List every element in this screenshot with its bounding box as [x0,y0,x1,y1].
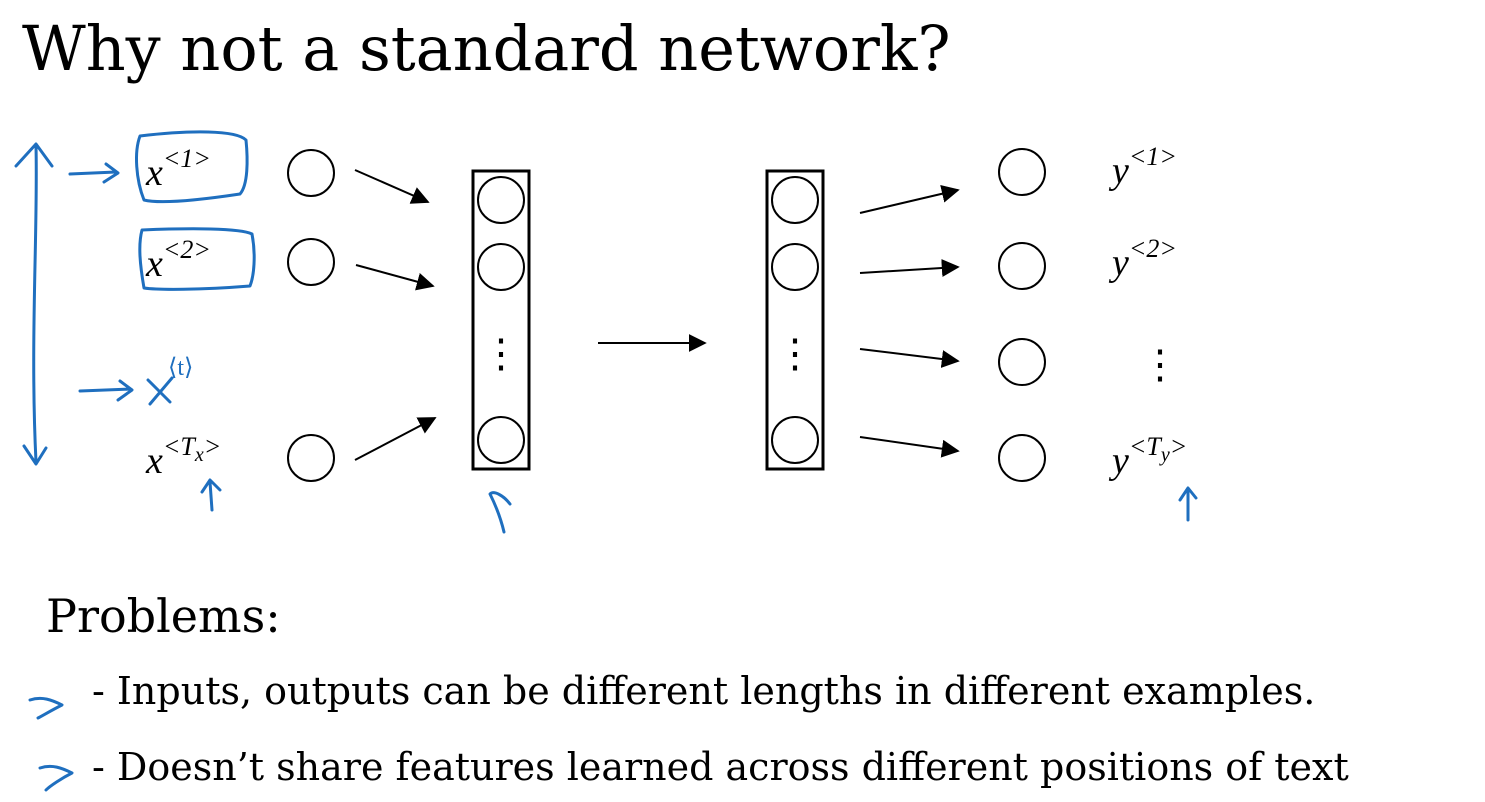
output-label-ty: y<Ty> [1108,432,1187,482]
hidden-layer-2-ellipsis: ⋮ [775,331,815,376]
annotation-box-x2 [138,227,256,291]
output-label-2: y<2> [1108,234,1177,284]
arrow-output-2 [859,259,960,277]
output-label-ty-base: y [1108,440,1129,482]
arrow-output-3 [859,348,960,368]
problem-item-1: - Inputs, outputs can be different lengt… [92,669,1315,713]
input-label-1-base: x [145,152,163,194]
annotation-arrow-problem-1 [28,696,64,720]
arrow-input-1 [354,169,430,204]
input-label-tx-sub: x [194,444,204,466]
hidden-layer-1-ellipsis: ⋮ [481,331,521,376]
output-label-1-open: < [1129,142,1147,171]
input-node-1 [287,149,335,197]
output-node-2 [998,242,1046,290]
input-label-tx: x<Tx> [145,432,221,482]
hidden-layer-1-box [471,169,531,471]
problems-heading: Problems: [46,589,281,643]
hidden-layer-2-box [765,169,825,471]
input-label-1: x<1> [145,144,211,194]
output-label-1-base: y [1108,150,1129,192]
hidden-layer-2-node [771,416,819,464]
arrow-input-2 [355,264,435,291]
annotation-arrow-problem-2 [38,764,74,792]
problem-item-2: - Doesn’t share features learned across … [92,745,1349,789]
input-label-1-sup: 1 [180,144,193,173]
input-label-2-sup: 2 [180,235,193,264]
page-title: Why not a standard network? [22,12,951,85]
input-label-2-close: > [193,235,211,264]
arrow-output-1 [859,184,960,214]
arrow-input-tx [354,417,437,461]
output-label-ty-sup: T [1146,432,1162,461]
input-label-tx-close: > [204,432,222,461]
output-label-1-sup: 1 [1146,142,1159,171]
output-label-2-base: y [1108,242,1129,284]
annotation-handwritten-x [146,376,174,406]
annotation-tick-tx [200,478,222,512]
hidden-layer-2-node [771,176,819,224]
hidden-layer-1-node [477,176,525,224]
annotation-tick-ty [1178,486,1198,522]
hidden-layer-2-node [771,243,819,291]
output-label-ty-open: < [1129,432,1147,461]
annotation-arrow-to-xt [78,379,134,402]
input-label-2-open: < [163,235,181,264]
output-label-2-sup: 2 [1146,234,1159,263]
annotation-arrow-to-x1 [68,162,120,184]
input-label-tx-sup: T [180,432,196,461]
output-label-ty-close: > [1170,432,1188,461]
annotation-vertical-arrow [14,142,54,466]
input-label-tx-open: < [163,432,181,461]
input-label-1-close: > [193,144,211,173]
input-node-2 [287,238,335,286]
arrow-output-ty [859,436,960,458]
input-node-tx [287,434,335,482]
output-label-ty-sub: y [1159,444,1170,466]
output-node-ty [998,434,1046,482]
input-label-2-base: x [145,243,163,285]
output-label-1-close: > [1159,142,1177,171]
hidden-layer-1-node [477,416,525,464]
annotation-handwritten-t-label: ⟨t⟩ [168,355,193,381]
input-label-1-open: < [163,144,181,173]
output-node-1 [998,148,1046,196]
hidden-layer-1-node [477,243,525,291]
annotation-box-x1 [135,130,249,204]
input-label-tx-base: x [145,440,163,482]
output-node-3 [998,338,1046,386]
input-label-2: x<2> [145,235,211,285]
annotation-tick-hidden [488,491,512,534]
output-ellipsis: ⋮ [1140,342,1180,387]
output-label-2-close: > [1159,234,1177,263]
output-label-2-open: < [1129,234,1147,263]
output-label-1: y<1> [1108,142,1177,192]
